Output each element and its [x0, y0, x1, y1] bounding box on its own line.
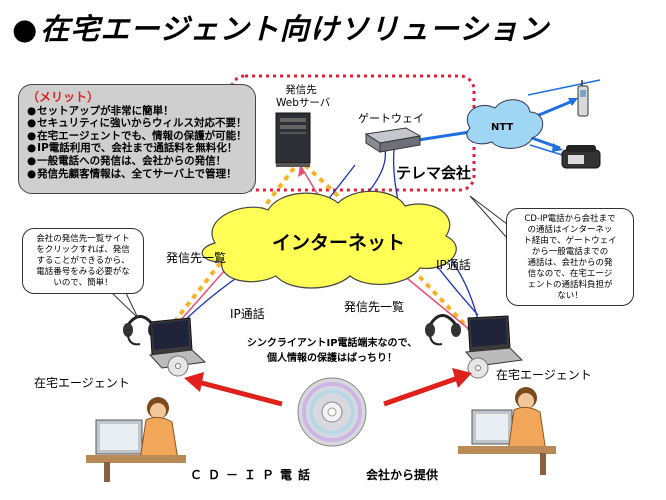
provided-by-company-label: 会社から提供: [366, 468, 439, 482]
merit-item: 発信先顧客情報は、全てサーバ上で管理！: [27, 168, 247, 181]
ntt-cloud: [466, 99, 544, 149]
right-ip-call-label: IP通話: [436, 258, 471, 272]
merit-item: セキュリティに強いからウィルス対応不要！: [27, 117, 247, 130]
merit-item: 在宅エージェントでも、情報の保護が可能！: [27, 130, 247, 143]
page-title: ●在宅エージェント向けソリューション: [12, 12, 550, 46]
right-agent-device: [425, 314, 524, 379]
desk-phone-icon: [561, 145, 601, 169]
title-bullet-icon: ●: [12, 12, 39, 46]
right-agent-person-illustration: [458, 387, 556, 475]
right-callout-bubble: CD-IP電話から会社まで の通話はインターネッ ト経由で、ゲートウェイ から一…: [506, 208, 634, 306]
gateway-label: ゲートウェイ: [358, 112, 424, 125]
ntt-label: NTT: [491, 122, 514, 133]
left-bubble-tail: [110, 292, 139, 319]
left-callout-bubble: 会社の発信先一覧サイト をクリックすれば、発信 することができるから、 電話番号…: [22, 228, 144, 294]
server-to-left-agent-line: [158, 158, 302, 342]
web-server: [275, 112, 311, 167]
right-list-label: 発信先一覧: [344, 300, 405, 314]
left-agent-person-illustration: [86, 397, 186, 482]
internet-cloud: [201, 190, 457, 289]
mobile-phone-icon: [577, 80, 589, 117]
telema-company-label: テレマ会社: [396, 164, 472, 182]
left-ip-call-label: IP通話: [230, 307, 265, 321]
web-server-label: 発信先 Webサーバ: [276, 84, 331, 109]
left-agent-device: [123, 315, 207, 377]
cd-ip-phone-label: ＣＤ－ＩＰ電話: [190, 468, 317, 482]
merit-item: 一般電話への発信は、会社からの発信！: [27, 155, 247, 168]
thin-client-note: シンクライアントIP電話端末なので、 個人情報の保護はばっちり！: [246, 338, 418, 364]
merit-item: セットアップが非常に簡単！: [27, 105, 247, 118]
merits-heading: （メリット）: [27, 90, 100, 104]
internet-label: インターネット: [272, 232, 406, 254]
merits-box: （メリット） セットアップが非常に簡単！ セキュリティに強いからウィルス対応不要…: [18, 84, 256, 194]
merit-item: IP電話利用で、会社まで通話料を無料化！: [27, 142, 247, 155]
cd-distribution-arrows: [184, 368, 472, 407]
right-bubble-tail: [469, 195, 508, 240]
right-agent-label: 在宅エージェント: [496, 368, 592, 382]
gateway-device: [364, 127, 422, 153]
left-agent-label: 在宅エージェント: [34, 376, 130, 390]
cd-ip-phone-disc: [297, 377, 367, 447]
left-list-label: 発信先一覧: [166, 251, 227, 265]
